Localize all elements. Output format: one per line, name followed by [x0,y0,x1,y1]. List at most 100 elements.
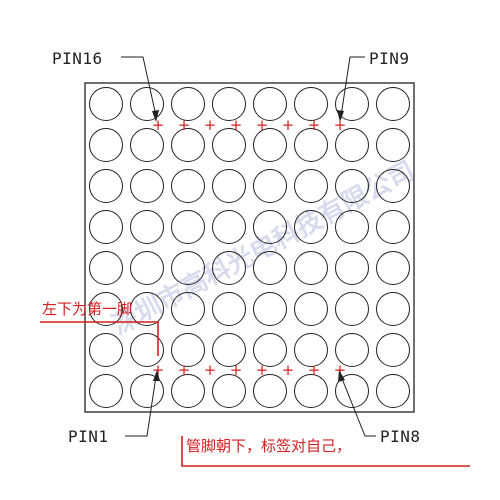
led-grid [89,87,410,408]
led-dot [335,292,369,326]
led-dot [212,251,246,285]
led-dot [376,292,410,326]
led-dot [253,87,287,121]
led-dot [130,210,164,244]
led-dot [171,292,205,326]
led-dot [376,374,410,408]
pin-mark: + [334,116,347,134]
pin-mark: + [308,116,321,134]
pin-mark: + [334,361,347,379]
pin-mark: + [152,361,165,379]
pin-mark: + [256,361,269,379]
led-dot [294,251,328,285]
led-dot [294,210,328,244]
led-dot [171,374,205,408]
pin-mark: + [178,361,191,379]
led-dot [171,128,205,162]
led-dot [335,210,369,244]
pin1-leader-line [125,375,157,437]
pin1-arrowhead [153,370,160,381]
led-dot [130,292,164,326]
led-dot [253,128,287,162]
led-dot [130,87,164,121]
led-dot [335,128,369,162]
led-dot [89,333,123,367]
led-dot [335,374,369,408]
led-dot [376,87,410,121]
pin-mark: + [282,116,295,134]
watermark-text: 深圳市高科光电科技有限公司 [107,155,420,341]
led-dot [253,169,287,203]
led-dot [335,87,369,121]
pin16-label: PIN16 [52,49,103,68]
bottom-pin-marks: + + + + + + + + [152,361,347,379]
led-dot [130,251,164,285]
led-dot [294,87,328,121]
led-dot [130,333,164,367]
led-dot [89,251,123,285]
led-dot [253,374,287,408]
led-dot [335,333,369,367]
pin-mark: + [256,116,269,134]
led-dot [89,292,123,326]
led-dot [89,374,123,408]
led-dot [171,210,205,244]
orientation-pointer-line [181,436,470,467]
led-dot [253,251,287,285]
led-dot [171,333,205,367]
pin8-label: PIN8 [380,427,421,446]
led-dot [294,128,328,162]
led-dot [130,374,164,408]
led-dot [130,128,164,162]
led-dot [294,333,328,367]
pin1-label: PIN1 [68,427,109,446]
led-dot [335,251,369,285]
led-dot [89,87,123,121]
pin-mark: + [178,116,191,134]
led-dot [294,374,328,408]
led-dot [253,210,287,244]
led-dot [294,292,328,326]
pin-mark: + [204,116,217,134]
led-dot [376,210,410,244]
pin16-leader-line [121,56,157,117]
led-dot [212,210,246,244]
orientation-note: 管脚朝下，标签对自己， [186,437,351,455]
pin-mark: + [282,361,295,379]
led-dot [335,169,369,203]
pin16-arrowhead [152,110,159,122]
led-dot [376,333,410,367]
first-pin-note: 左下为第一脚 [42,300,132,318]
led-dot [212,128,246,162]
pin-mark: + [204,361,217,379]
pin-mark: + [308,361,321,379]
led-dot [253,292,287,326]
pin9-arrowhead [337,110,344,122]
pin-mark: + [152,116,165,134]
led-dot [212,333,246,367]
led-dot [171,169,205,203]
led-dot [212,292,246,326]
led-dot [294,169,328,203]
led-dot [171,87,205,121]
pin8-leader-line [340,375,376,437]
pin9-label: PIN9 [369,49,410,68]
first-pin-pointer-line [40,321,159,356]
led-dot [212,87,246,121]
pin8-arrowhead [338,370,345,382]
top-pin-marks: + + + + + + + + [152,116,347,134]
led-dot [212,169,246,203]
led-dot [376,128,410,162]
module-outline [84,82,415,413]
pin-mark: + [230,361,243,379]
led-dot [89,128,123,162]
led-dot [89,169,123,203]
led-dot [376,251,410,285]
led-dot [89,210,123,244]
led-dot [253,333,287,367]
led-dot [212,374,246,408]
led-dot [130,169,164,203]
pin-mark: + [230,116,243,134]
led-dot [376,169,410,203]
